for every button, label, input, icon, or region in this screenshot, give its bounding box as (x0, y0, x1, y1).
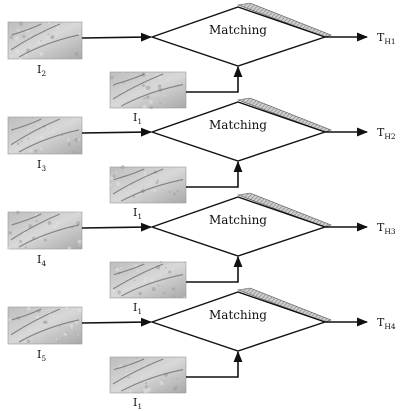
matching-node-label: Matching (209, 308, 267, 322)
input-label-top: I5 (37, 348, 46, 363)
input-image-top (6, 210, 83, 251)
input-image-bottom (109, 356, 187, 395)
matching-node-label: Matching (209, 213, 267, 227)
input-label-top: I4 (37, 253, 46, 268)
input-image-bottom (109, 261, 187, 299)
output-label: TH3 (377, 221, 396, 236)
input-arrow-top (81, 317, 153, 327)
input-label-top: I2 (37, 63, 46, 78)
input-label-bottom: I1 (133, 111, 142, 126)
input-label-top: I3 (37, 158, 46, 173)
output-label: TH1 (377, 31, 396, 46)
matching-node-label: Matching (209, 118, 267, 132)
input-image-bottom (108, 165, 187, 204)
input-arrow-bottom (186, 65, 243, 93)
input-image-top (7, 21, 83, 60)
input-arrow-top (81, 222, 153, 232)
input-image-top (7, 306, 83, 345)
input-image-top (7, 116, 83, 155)
input-label-bottom: I1 (133, 396, 142, 411)
input-label-bottom: I1 (133, 301, 142, 316)
input-arrow-bottom (186, 160, 243, 188)
input-label-bottom: I1 (133, 206, 142, 221)
input-arrow-top (81, 127, 153, 137)
matching-node-label: Matching (209, 23, 267, 37)
output-label: TH4 (377, 316, 396, 331)
input-arrow-top (81, 32, 153, 42)
input-arrow-bottom (186, 350, 243, 378)
input-arrow-bottom (186, 255, 243, 283)
input-image-bottom (109, 71, 187, 110)
output-label: TH2 (377, 126, 396, 141)
